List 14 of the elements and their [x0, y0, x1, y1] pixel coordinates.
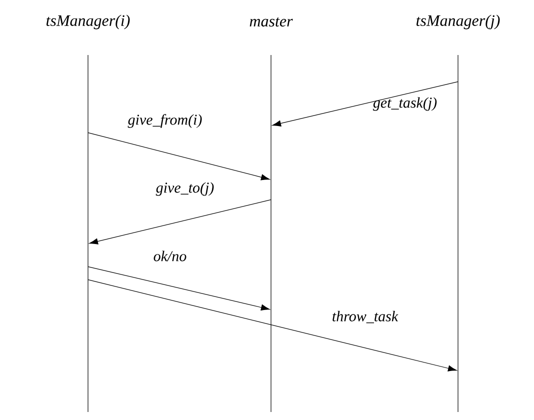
- arrow: [88, 132, 270, 180]
- edge-label: get_task(j): [372, 97, 437, 111]
- lifeline-header: tsManager(i): [46, 14, 130, 30]
- arrow: [88, 279, 457, 372]
- edge-label: give_from(i): [128, 114, 202, 128]
- edge-label: throw_task: [332, 310, 398, 324]
- edge-label: ok/no: [154, 250, 186, 262]
- arrow: [88, 266, 270, 310]
- lifeline: [270, 54, 272, 412]
- arrow: [89, 199, 272, 244]
- lifeline-header: master: [250, 17, 293, 27]
- arrow: [272, 81, 458, 126]
- edge-label: give_to(j): [156, 182, 214, 196]
- lifeline-header: tsManager(j): [416, 14, 500, 30]
